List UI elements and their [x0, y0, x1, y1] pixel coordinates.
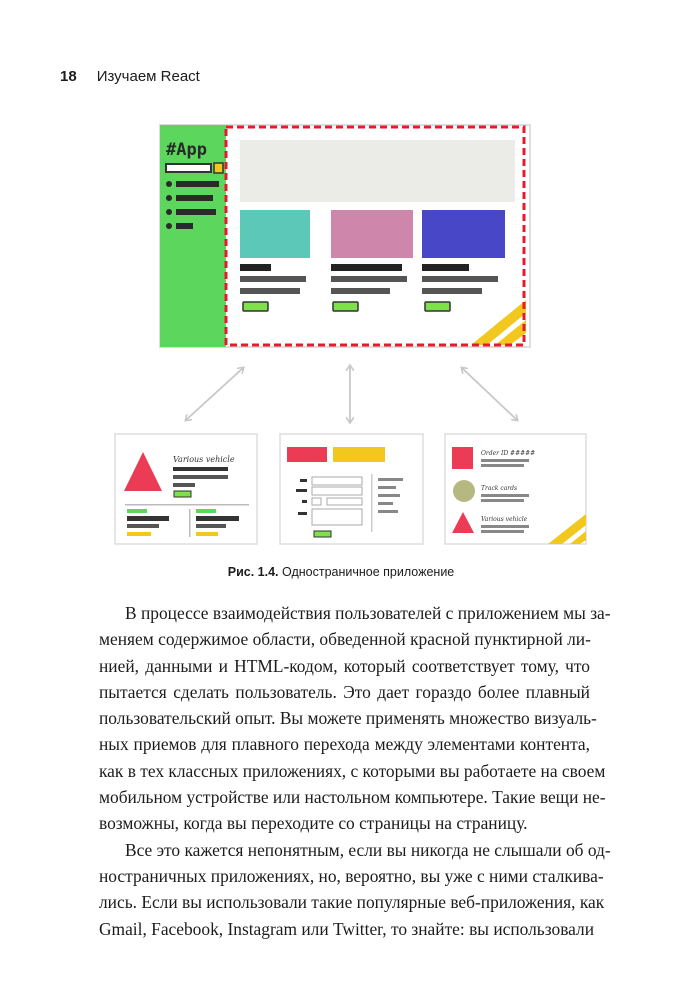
sidebar-search-field: [165, 163, 212, 173]
form-view-illustration: [279, 433, 424, 545]
page-number: 18: [60, 68, 77, 85]
figure-caption: Рис. 1.4. Одностраничное приложение: [0, 565, 682, 579]
paragraph: В процессе взаимодействия пользователей …: [99, 600, 611, 837]
text-line: меняем содержимое области, обведенной кр…: [99, 629, 591, 650]
transition-arrows: [186, 366, 517, 422]
text-line: пытается сделать пользователь. Это дает …: [99, 681, 590, 702]
corner-stripe-decoration: [471, 300, 526, 345]
list-item-square: [452, 447, 473, 469]
text-line: нией, данными и HTML-кодом, который соот…: [99, 655, 590, 676]
list-item-title: Order ID #####: [481, 450, 535, 457]
app-header-placeholder: [240, 140, 515, 202]
caption-label: Рис. 1.4.: [227, 565, 279, 579]
arrow-to-phone: [186, 368, 243, 420]
text-line: лись. Если вы использовали такие популяр…: [99, 892, 605, 913]
text-line: ных приемов для плавного перехода между …: [99, 734, 590, 755]
caption-text: Одностраничное приложение: [282, 565, 455, 579]
text-line: возможны, когда вы переходите со страниц…: [99, 813, 528, 834]
app-label: #App: [166, 140, 207, 160]
app-sidebar: [160, 125, 226, 347]
list-item-title: Track cards: [481, 485, 517, 492]
list-item-triangle: [452, 512, 474, 533]
text-line: мобильном устройстве или настольном комп…: [99, 787, 606, 808]
running-title: Изучаем React: [96, 68, 200, 85]
text-line: В процессе взаимодействия пользователей …: [125, 603, 611, 623]
body-text: В процессе взаимодействия пользователей …: [99, 600, 611, 942]
replaceable-content-area: [224, 125, 526, 347]
paragraph: Все это кажется непонятным, если вы нико…: [99, 837, 611, 942]
list-item-title: Various vehicle: [481, 516, 528, 523]
sidebar-menu: [166, 181, 219, 229]
detail-view-illustration: Various vehicle: [114, 433, 258, 545]
text-line: как в тех классных приложениях, с которы…: [99, 760, 606, 781]
text-line: пользовательский опыт. Вы можете применя…: [99, 708, 597, 729]
triangle-shape: [124, 452, 162, 491]
text-line: ностраничных приложениях, но, вероятно, …: [99, 865, 604, 886]
list-view-illustration: Order ID ##### Track cards Various vehic…: [444, 433, 587, 545]
running-head: 18 Изучаем React: [60, 68, 200, 85]
text-line: Gmail, Facebook, Instagram или Twitter, …: [99, 918, 595, 939]
desktop-app-illustration: #App: [159, 124, 531, 348]
content-card: [331, 210, 413, 312]
single-page-app-figure: #App: [114, 124, 587, 545]
arrow-to-tablet: [462, 368, 517, 420]
sidebar-search-button: [213, 162, 224, 174]
list-item-circle: [453, 480, 475, 502]
content-card: [422, 210, 505, 312]
text-line: Все это кажется непонятным, если вы нико…: [125, 839, 611, 860]
content-card: [240, 210, 310, 312]
vehicle-title: Various vehicle: [173, 455, 235, 464]
